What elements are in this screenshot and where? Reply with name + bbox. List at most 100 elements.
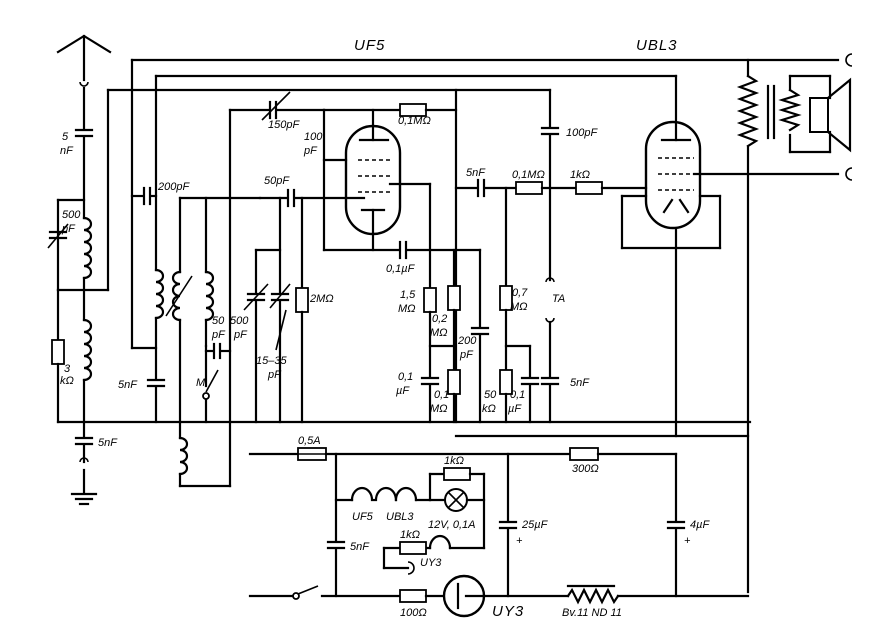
ext-speaker-jack-2-icon <box>845 167 853 181</box>
label-r-02m-1: 0,2 <box>432 313 447 325</box>
resistor-01m-b <box>447 369 461 395</box>
capacitor-01uf <box>398 240 408 260</box>
capacitor-200pf-b <box>470 326 490 336</box>
label-r-1k-uy3: 1kΩ <box>400 529 420 541</box>
label-r-01m-mid: 0,1MΩ <box>512 169 545 181</box>
resistor-1k-lamp <box>443 467 471 481</box>
label-r-1k-lamp: 1kΩ <box>444 455 464 467</box>
capacitor-50pf-mid <box>212 342 222 360</box>
label-r-07m-1: 0,7 <box>512 287 528 299</box>
label-switch-m: M <box>196 377 206 389</box>
tube-uy3 <box>442 574 486 618</box>
label-r-3k-1: 3 <box>64 363 71 375</box>
resistor-300 <box>569 447 599 461</box>
resistor-100 <box>399 589 427 603</box>
label-plus-4uf: + <box>684 535 691 547</box>
resistor-1k-top <box>575 181 603 195</box>
label-tube-uy3: UY3 <box>492 603 524 620</box>
mains-switch <box>297 585 319 595</box>
label-c-5nf-top: 5nF <box>466 167 486 179</box>
uy3-tap-icon <box>407 561 415 575</box>
label-c-200pf-b-2: pF <box>459 349 474 361</box>
label-r-02m-2: MΩ <box>430 327 448 339</box>
ext-speaker-jack-1-icon <box>845 53 853 67</box>
ground-socket-icon <box>79 457 89 463</box>
heater-uy3 <box>428 534 452 550</box>
capacitor-01uf-b <box>420 376 440 386</box>
ta-socket-top-icon <box>545 277 555 283</box>
label-r-01m-b-1: 0,1 <box>434 389 449 401</box>
label-trim-2: pF <box>267 369 282 381</box>
capacitor-01-r <box>520 376 540 386</box>
label-r-15m-1: 1,5 <box>400 289 416 301</box>
label-vc-500-2: pF <box>233 329 248 341</box>
label-c-5nf-mains: 5nF <box>350 541 370 553</box>
label-c-5nf-coil: 5nF <box>118 379 138 391</box>
input-coil-lower <box>82 318 93 382</box>
label-lamp: 12V, 0,1A <box>428 519 476 531</box>
rf-coil-3 <box>204 270 215 322</box>
label-r-100: 100Ω <box>400 607 427 619</box>
label-c-100pf-r: 100pF <box>566 127 598 139</box>
label-heater-uf5: UF5 <box>352 511 374 523</box>
label-ta: TA <box>552 293 565 305</box>
capacitor-100pf-r <box>540 126 560 136</box>
label-c-01uf-b-2: µF <box>396 385 410 397</box>
rf-coil-1 <box>154 268 165 320</box>
label-heater-ubl3: UBL3 <box>386 511 414 523</box>
label-c-5nf-r: 5nF <box>570 377 590 389</box>
label-trim-1: 15–35 <box>256 355 287 367</box>
label-c-50pf-grid: 50pF <box>264 175 290 187</box>
label-c-100pf-l-2: pF <box>303 145 318 157</box>
label-c-150pf: 150pF <box>268 119 300 131</box>
filter-choke <box>566 584 620 605</box>
heater-ubl3 <box>394 486 418 502</box>
heater-uf5 <box>350 486 398 502</box>
switch-m <box>205 369 219 393</box>
label-tube-ubl3: UBL3 <box>636 37 678 54</box>
trimmer-capacitor <box>269 283 291 309</box>
resistor-3k <box>51 339 65 365</box>
label-r-50k-2: kΩ <box>482 403 496 415</box>
label-r-1k-top: 1kΩ <box>570 169 590 181</box>
label-r-15m-2: MΩ <box>398 303 416 315</box>
resistor-2m <box>295 287 309 313</box>
ground-capacitor <box>74 436 94 446</box>
label-c-200pf-b-1: 200 <box>457 335 477 347</box>
coil-5nf <box>146 378 166 388</box>
speaker-icon <box>809 74 852 154</box>
label-r-2m: 2MΩ <box>309 293 334 305</box>
label-vc-500-1: 500 <box>230 315 249 327</box>
capacitor-4uf <box>666 520 686 530</box>
label-r-01m-top: 0,1MΩ <box>398 115 431 127</box>
label-c-5nf-bot: 5nF <box>98 437 118 449</box>
tube-uf5 <box>322 108 432 252</box>
label-c-01-r-1: 0,1 <box>510 389 525 401</box>
ground-icon <box>70 492 98 506</box>
label-c-200pf: 200pF <box>157 181 190 193</box>
antenna-capacitor <box>74 128 94 138</box>
pilot-lamp-icon <box>444 488 468 512</box>
label-r-07m-2: MΩ <box>510 301 528 313</box>
resistor-02m <box>447 285 461 311</box>
label-c-25uf: 25µF <box>521 519 549 531</box>
label-c-100pf-l-1: 100 <box>304 131 323 143</box>
output-transformer-primary <box>736 74 760 148</box>
label-r-50k-1: 50 <box>484 389 497 401</box>
variable-capacitor-500pf <box>243 283 269 311</box>
rf-coil-2 <box>165 270 193 322</box>
label-c-ant-2: nF <box>60 145 74 157</box>
capacitor-50pf-grid <box>286 188 296 208</box>
label-r-01m-b-2: MΩ <box>430 403 448 415</box>
capacitor-25uf <box>498 520 518 530</box>
resistor-1k-uy3 <box>399 541 427 555</box>
label-fuse: 0,5A <box>298 435 321 447</box>
label-c-01-r-2: µF <box>508 403 522 415</box>
label-c-ant-1: 5 <box>62 131 69 143</box>
resistor-01m-mid <box>515 181 543 195</box>
output-transformer-secondary <box>778 88 802 132</box>
label-c-01uf-b-1: 0,1 <box>398 371 413 383</box>
capacitor-5nf-mains <box>326 540 346 550</box>
